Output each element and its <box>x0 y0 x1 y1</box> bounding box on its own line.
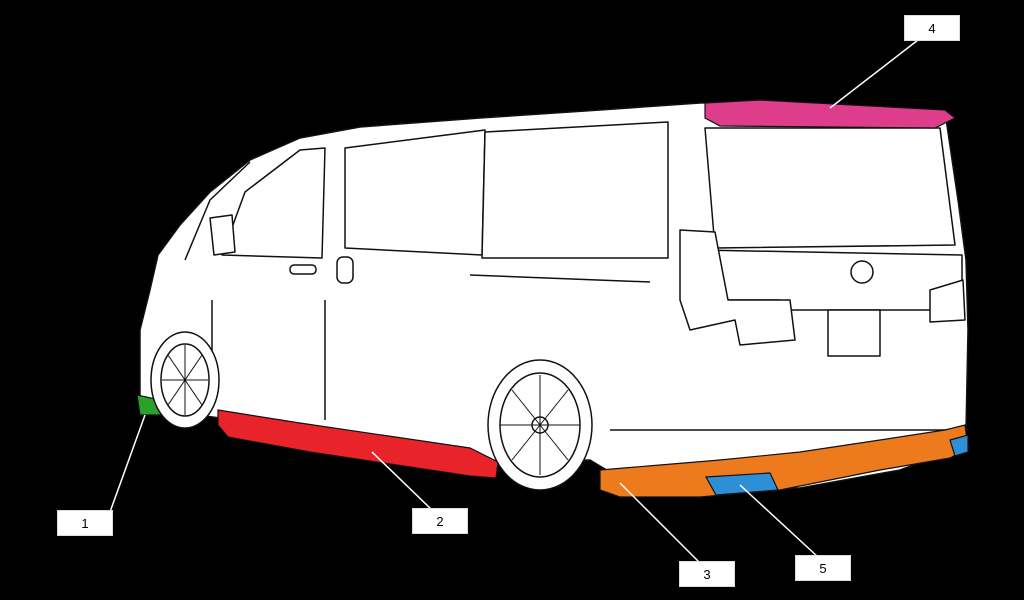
rear-side-window <box>481 121 669 259</box>
leader-2 <box>371 451 433 511</box>
part-5-diffuser-left <box>705 472 779 496</box>
leader-3 <box>619 482 701 564</box>
left-tail-light <box>679 229 796 346</box>
callout-label-1: 1 <box>57 510 113 536</box>
sliding-door-window <box>344 129 486 256</box>
leader-4 <box>829 39 919 109</box>
side-mirror <box>209 214 236 256</box>
callout-label-2: 2 <box>412 508 468 534</box>
part-4-roof-spoiler <box>704 99 957 129</box>
rear-window <box>704 127 956 249</box>
leader-1 <box>109 414 146 513</box>
callout-label-4: 4 <box>904 15 960 41</box>
callout-label-3: 3 <box>679 561 735 587</box>
leader-5 <box>739 484 819 558</box>
callout-label-5: 5 <box>795 555 851 581</box>
license-plate <box>827 309 881 357</box>
front-door-window <box>221 147 326 259</box>
right-tail-light <box>929 279 966 323</box>
emblem <box>850 260 874 284</box>
part-2-side-skirt <box>217 409 499 479</box>
part-5-diffuser-right <box>949 434 969 457</box>
